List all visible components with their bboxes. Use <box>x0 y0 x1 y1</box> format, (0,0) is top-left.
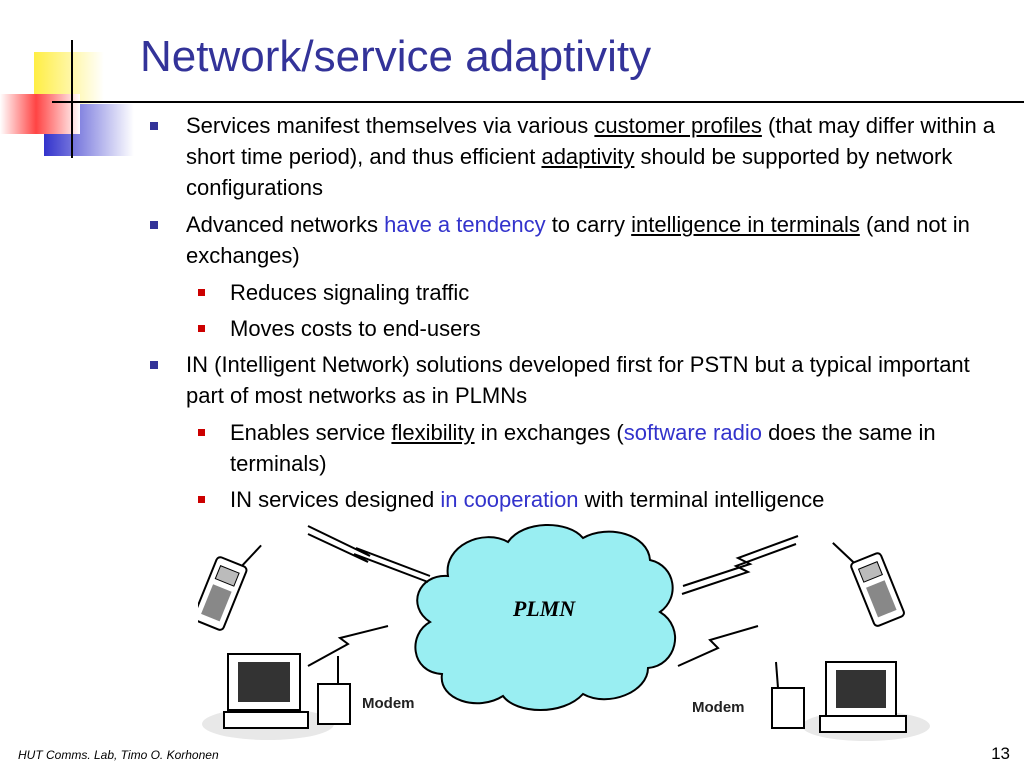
mobile-phone-icon <box>198 544 262 631</box>
title-divider <box>52 101 1024 103</box>
modem-icon <box>771 661 805 729</box>
computer-icon <box>202 653 334 740</box>
subbullet-marker-icon <box>198 325 205 332</box>
subbullet-item: IN services designed in cooperation with… <box>146 484 1006 515</box>
subbullet-item: Reduces signaling traffic <box>146 277 1006 308</box>
bullet-marker-icon <box>150 122 158 130</box>
subbullet-marker-icon <box>198 496 205 503</box>
subbullet-item: Moves costs to end-users <box>146 313 1006 344</box>
modem-icon <box>317 656 351 725</box>
footer-credit: HUT Comms. Lab, Timo O. Korhonen <box>18 748 219 762</box>
subbullet-marker-icon <box>198 289 205 296</box>
modem-right-label: Modem <box>692 699 745 716</box>
modem-left-label: Modem <box>362 695 415 712</box>
mobile-phone-icon <box>832 542 905 627</box>
bullet-item: Services manifest themselves via various… <box>146 110 1006 203</box>
subbullet-item: Enables service flexibility in exchanges… <box>146 417 1006 479</box>
bullet-item: Advanced networks have a tendency to car… <box>146 209 1006 271</box>
cloud-label: PLMN <box>512 596 576 621</box>
plmn-cloud-icon <box>414 524 677 711</box>
bullet-item: IN (Intelligent Network) solutions devel… <box>146 349 1006 411</box>
network-diagram: PLMN Modem <box>198 524 930 741</box>
page-number: 13 <box>991 744 1010 763</box>
subbullet-marker-icon <box>198 429 205 436</box>
bullet-marker-icon <box>150 221 158 229</box>
corner-decoration <box>0 40 134 158</box>
slide-title: Network/service adaptivity <box>140 32 652 81</box>
bullet-marker-icon <box>150 361 158 369</box>
computer-icon <box>802 661 930 741</box>
bullet-list: Services manifest themselves via various… <box>146 110 1006 520</box>
lightning-link-icon <box>307 525 799 667</box>
